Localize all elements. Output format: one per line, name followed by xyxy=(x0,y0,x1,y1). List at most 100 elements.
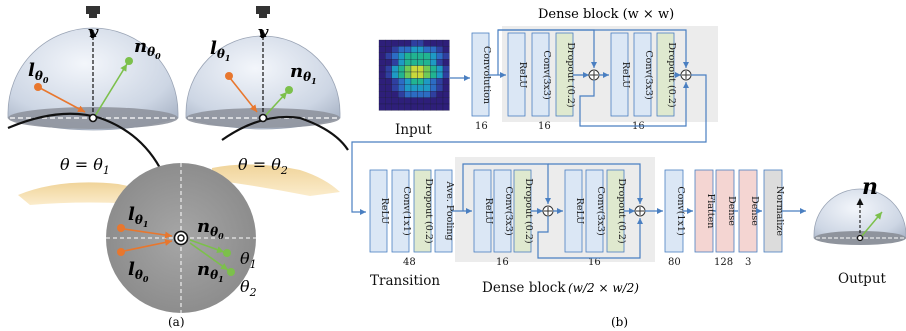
heatmap-pixel xyxy=(423,71,431,79)
top-num-1: 16 xyxy=(538,121,551,132)
heatmap-pixel xyxy=(391,52,399,60)
eq2-label: θ = θ2 xyxy=(238,155,288,177)
heatmap-pixel xyxy=(442,39,450,47)
relu-t-box xyxy=(369,169,388,253)
dense-block-top-title: Dense block (w × w) xyxy=(538,7,674,22)
top-row: Convolution 16 ReLU Conv(3x3) Dropout (0… xyxy=(351,29,707,215)
heatmap-pixel xyxy=(404,84,412,92)
heatmap-pixel xyxy=(442,91,450,98)
heatmap-pixel xyxy=(378,97,386,105)
heatmap-pixel xyxy=(398,65,405,73)
heatmap-pixel xyxy=(430,52,437,60)
heatmap-pixel xyxy=(378,71,386,79)
heatmap-pixel xyxy=(410,78,418,85)
heatmap-pixel xyxy=(385,84,392,92)
disk-n-theta1-label: nθ1 xyxy=(197,259,224,284)
hemisphere-theta1: v lθ0 nθ0 θ = θ1 xyxy=(7,6,179,205)
conv3x3-box-1 xyxy=(531,32,550,117)
conv3x3-b-box-1 xyxy=(493,169,512,253)
heatmap-pixel xyxy=(410,71,418,79)
heatmap-pixel xyxy=(410,52,418,60)
heatmap-pixel xyxy=(391,84,399,92)
heatmap-pixel xyxy=(404,46,412,53)
surface-curve xyxy=(7,112,161,169)
conv3x3-text-1: Conv(3x3) xyxy=(541,50,552,99)
heatmap-pixel xyxy=(385,65,392,73)
heatmap-pixel xyxy=(404,52,412,60)
topdown-disk: lθ1 lθ0 nθ0 nθ1 θ1 θ2 xyxy=(106,163,257,313)
relu-text-2: ReLU xyxy=(620,62,631,89)
disk-l-theta0-label: lθ0 xyxy=(128,259,149,284)
conv3x3-b-box-2 xyxy=(585,169,604,253)
heatmap-pixel xyxy=(391,97,399,105)
heatmap-pixel xyxy=(385,103,392,111)
heatmap-pixel xyxy=(391,91,399,98)
heatmap-pixel xyxy=(430,97,437,105)
l-theta0-label: lθ0 xyxy=(28,60,49,85)
disk-theta1-label: θ1 xyxy=(240,249,257,271)
heatmap-pixel xyxy=(436,78,444,85)
eq1-label: θ = θ1 xyxy=(60,155,110,177)
heatmap-pixel xyxy=(398,52,405,60)
l-theta1-label: lθ1 xyxy=(210,38,230,63)
heatmap-pixel xyxy=(385,59,392,66)
heatmap-pixel xyxy=(398,71,405,79)
heatmap-pixel xyxy=(404,78,412,85)
heatmap-pixel xyxy=(442,103,450,111)
heatmap-pixel xyxy=(442,59,450,66)
normalize-text: Normalize xyxy=(774,186,785,236)
heatmap-pixel xyxy=(423,65,431,73)
heatmap-pixel xyxy=(423,59,431,66)
heatmap-pixel xyxy=(391,65,399,73)
heatmap-pixel xyxy=(430,91,437,98)
relu-b-text-1: ReLU xyxy=(483,198,494,225)
conv1x1-t-text: Conv(1x1) xyxy=(401,186,412,235)
heatmap-pixel xyxy=(423,46,431,53)
heatmap-pixel xyxy=(378,52,386,60)
dome-2 xyxy=(185,35,341,130)
bottom-row: ReLU Conv(1x1) Dropout (0.2) Ave. Poolin… xyxy=(369,163,806,296)
heatmap-pixel xyxy=(391,71,399,79)
heatmap-pixel xyxy=(417,78,424,85)
heatmap-pixel xyxy=(442,71,450,79)
heatmap-pixel xyxy=(423,78,431,85)
dropout-text-1: Dropout (0.2) xyxy=(565,42,576,107)
heatmap-pixel xyxy=(385,78,392,85)
heatmap-pixel xyxy=(417,52,424,60)
heatmap-pixel xyxy=(404,103,412,111)
heatmap-pixel xyxy=(398,78,405,85)
heatmap-pixel xyxy=(430,59,437,66)
input-label: Input xyxy=(395,122,432,138)
avepool-text: Ave. Pooling xyxy=(444,180,455,240)
heatmap-pixel xyxy=(430,78,437,85)
heatmap-pixel xyxy=(398,46,405,53)
heatmap-pixel xyxy=(417,46,424,53)
heatmap-pixel xyxy=(378,46,386,53)
caption-a: (a) xyxy=(168,315,185,329)
heatmap-pixel xyxy=(398,103,405,111)
dropout-t-text: Dropout (0.2) xyxy=(423,178,434,243)
heatmap-pixel xyxy=(391,78,399,85)
output-label: Output xyxy=(838,271,887,287)
input-heatmap xyxy=(378,39,450,111)
heatmap-pixel xyxy=(430,39,437,47)
conv3x3-box-2 xyxy=(633,32,652,117)
out-num-3: 3 xyxy=(745,257,751,268)
heatmap-pixel xyxy=(442,97,450,105)
conv-num: 16 xyxy=(475,121,488,132)
relu-b-box-1 xyxy=(473,169,492,253)
heatmap-pixel xyxy=(423,84,431,92)
heatmap-pixel xyxy=(417,59,424,66)
heatmap-pixel xyxy=(417,84,424,92)
heatmap-pixel xyxy=(430,103,437,111)
heatmap-pixel xyxy=(398,59,405,66)
heatmap-pixel xyxy=(430,84,437,92)
heatmap-pixel xyxy=(430,46,437,53)
heatmap-pixel xyxy=(410,59,418,66)
conv3x3-b-text-2: Conv(3x3) xyxy=(595,186,606,235)
heatmap-pixel xyxy=(385,52,392,60)
dropout-text-2: Dropout (0.2) xyxy=(666,42,677,107)
panel-a: v lθ0 nθ0 θ = θ1 v xyxy=(7,6,349,329)
heatmap-pixel xyxy=(436,91,444,98)
